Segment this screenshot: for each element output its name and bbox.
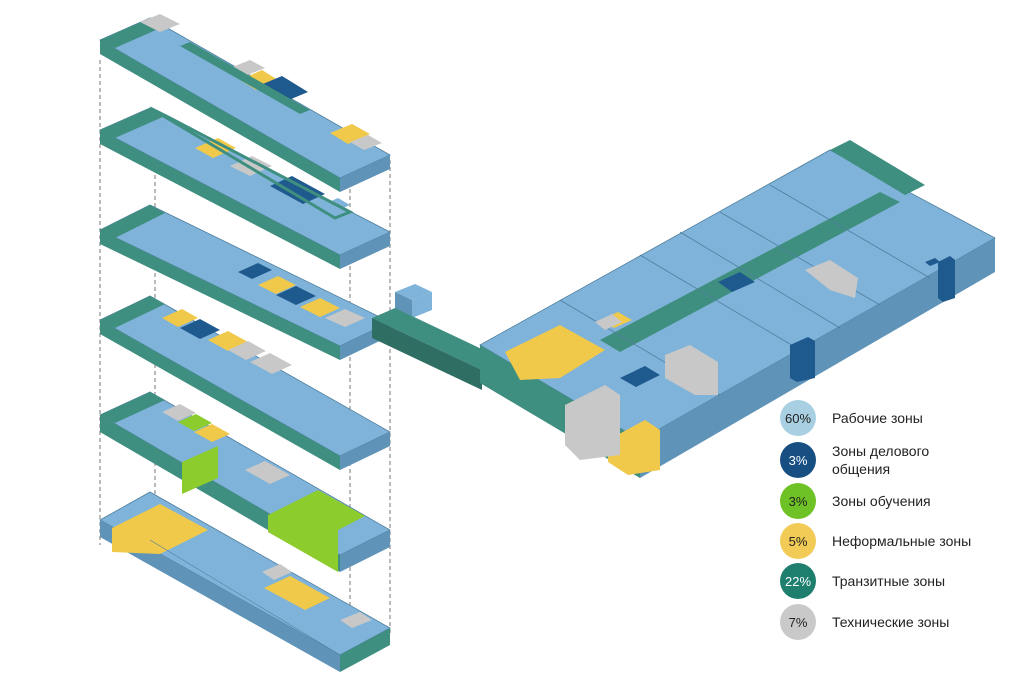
floor-2 bbox=[99, 391, 391, 572]
legend-item-informal: 5% Неформальные зоны bbox=[780, 523, 1007, 559]
legend-swatch-meeting: 3% bbox=[780, 442, 816, 478]
legend-label: Зоны делового общения bbox=[832, 443, 930, 477]
corridor bbox=[372, 284, 505, 390]
floor-4 bbox=[99, 204, 391, 360]
floor-6 bbox=[99, 14, 391, 192]
legend-swatch-learning: 3% bbox=[780, 483, 816, 519]
legend-swatch-transit: 22% bbox=[780, 563, 816, 599]
legend-label: Технические зоны bbox=[832, 614, 950, 630]
legend-label: Неформальные зоны bbox=[832, 533, 972, 549]
legend-percent: 60% bbox=[784, 410, 812, 426]
legend-swatch-work: 60% bbox=[780, 400, 816, 436]
legend-item-transit: 22% Транзитные зоны bbox=[780, 563, 1007, 599]
legend-item-meeting: 3% Зоны делового общения bbox=[780, 442, 962, 478]
legend-swatch-informal: 5% bbox=[780, 523, 816, 559]
legend-percent: 3% bbox=[788, 493, 808, 509]
legend-percent: 7% bbox=[788, 614, 808, 630]
legend-label: Рабочие зоны bbox=[832, 410, 923, 426]
legend-label: Транзитные зоны bbox=[832, 573, 946, 589]
legend-percent: 5% bbox=[788, 533, 808, 549]
floor-5 bbox=[99, 106, 391, 269]
floor-1 bbox=[99, 491, 391, 672]
legend-label: Зоны обучения bbox=[832, 493, 931, 509]
legend-item-technical: 7% Технические зоны bbox=[780, 604, 1007, 640]
legend-percent: 3% bbox=[788, 452, 808, 468]
legend-percent: 22% bbox=[784, 573, 812, 589]
legend-item-work: 60% Рабочие зоны bbox=[780, 400, 1007, 436]
main-building bbox=[479, 140, 996, 478]
floor-3 bbox=[99, 295, 391, 470]
legend-item-learning: 3% Зоны обучения bbox=[780, 483, 1007, 519]
legend-swatch-technical: 7% bbox=[780, 604, 816, 640]
